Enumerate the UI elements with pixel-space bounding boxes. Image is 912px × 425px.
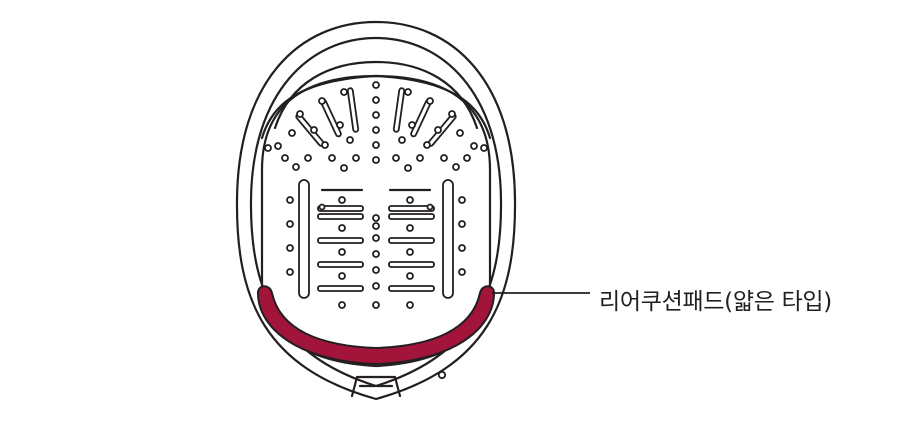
center-bar [388,213,435,220]
vent-hole [406,248,414,256]
vent-hole [456,129,464,137]
center-bar [317,237,364,244]
vent-hole [286,220,294,228]
center-bar [317,261,364,268]
center-bar [317,285,364,292]
center-bar [388,285,435,292]
vent-holes [264,81,488,309]
rear-cushion-pad [256,285,496,366]
vent-hole [372,141,380,149]
vent-hole [406,196,414,204]
vent-hole [318,97,326,105]
vent-hole [372,250,380,258]
vent-hole [340,164,348,172]
vent-hole [336,121,344,129]
vent-slot [295,113,325,147]
vent-hole [338,248,346,256]
vent-hole [458,220,466,228]
center-bar [317,205,364,212]
vent-hole [372,111,380,119]
vent-hole [423,141,431,149]
vent-hole [434,126,442,134]
vent-hole [346,136,354,144]
vent-hole [416,154,424,162]
vent-slot [392,87,406,133]
vent-hole [440,154,448,162]
vent-hole [372,81,380,89]
center-bar [388,205,435,212]
vent-hole [448,110,456,118]
vent-hole [321,141,329,149]
vent-hole [372,266,380,274]
vent-hole [286,244,294,252]
vent-slot [427,113,457,147]
vent-hole [408,121,416,129]
vent-hole [338,301,346,309]
vent-hole [274,142,282,150]
vent-hole [452,163,460,171]
center-bar [317,213,364,220]
vent-hole [292,163,300,171]
helmet-bottom-notch [350,375,402,398]
center-bar [388,261,435,268]
vent-hole [458,268,466,276]
vent-hole [406,272,414,280]
vent-hole [304,154,312,162]
vent-hole [372,126,380,134]
vent-hole [352,154,360,162]
vent-hole [372,214,380,222]
vent-hole [372,222,380,230]
rear-cushion-pad-label: 리어쿠션패드(얇은 타입) [599,289,832,315]
vent-hole [406,224,414,232]
vent-hole [463,154,471,162]
vent-hole [404,88,412,96]
helmet-rivet [437,370,447,380]
right-side-slot [442,179,454,299]
vent-hole [286,268,294,276]
vent-hole [458,244,466,252]
vent-hole [318,203,326,211]
vent-hole [372,96,380,104]
helmet-top-band [273,60,479,130]
helmet-inner-liner [260,74,492,368]
vent-hole [338,196,346,204]
vent-hole [328,154,336,162]
vent-hole [310,126,318,134]
vent-hole [404,164,412,172]
center-bar [388,237,435,244]
vent-hole [426,203,434,211]
vent-hole [372,156,380,164]
vent-hole [372,234,380,242]
helmet-outer-shell [235,20,517,401]
vent-hole [338,272,346,280]
vent-hole [372,301,380,309]
vent-hole [480,144,488,152]
center-vent-bars [317,188,435,292]
vent-hole [281,154,289,162]
vent-hole [296,110,304,118]
vent-hole [288,129,296,137]
vent-hole [426,97,434,105]
vent-hole [458,196,466,204]
vent-hole [372,282,380,290]
vent-hole [340,88,348,96]
vent-hole [470,142,478,150]
vent-slot [346,87,360,133]
vent-hole [264,144,272,152]
vent-hole [286,196,294,204]
left-side-slot [298,179,310,299]
vent-hole [398,136,406,144]
vent-hole [392,154,400,162]
vent-hole [406,301,414,309]
vent-hole [338,224,346,232]
